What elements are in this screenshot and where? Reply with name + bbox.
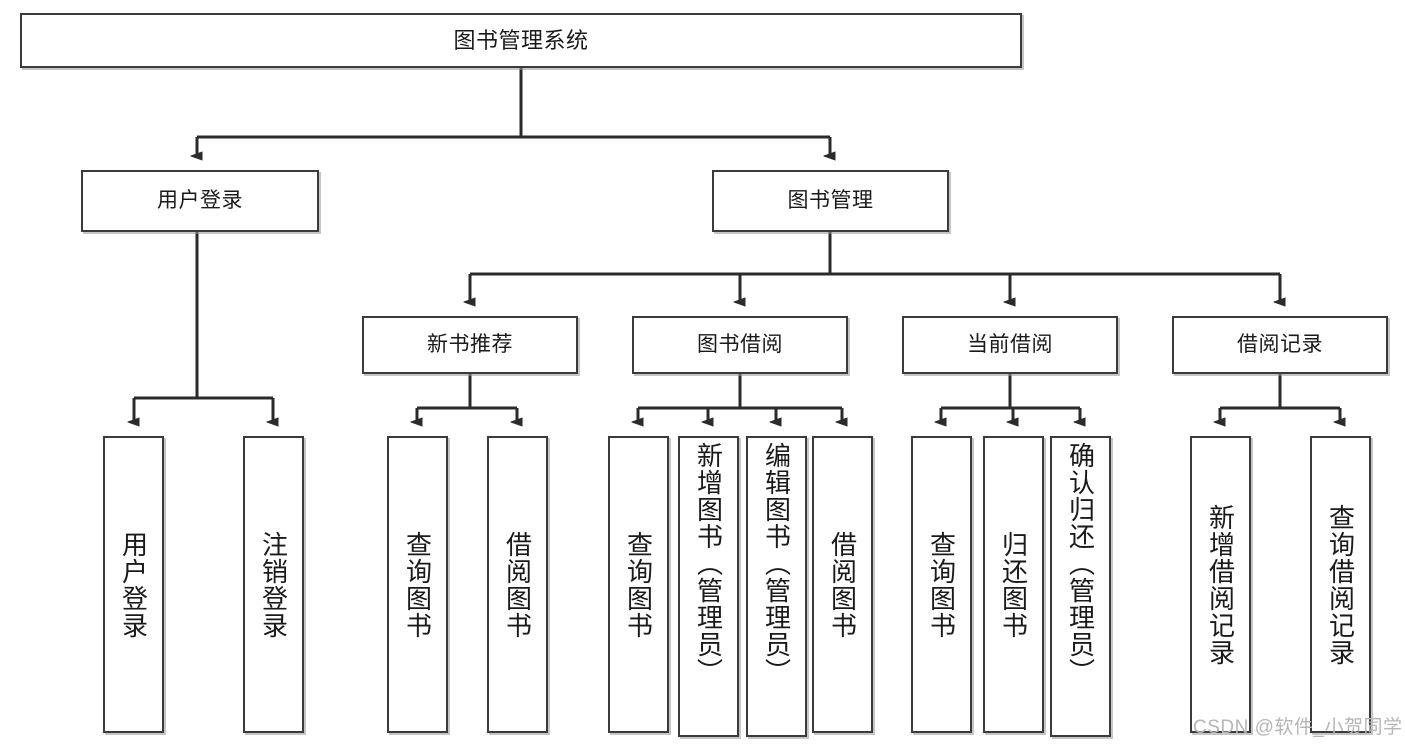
leaf-edit-book-admin[interactable]: 编辑图书（管理员） — [746, 436, 807, 737]
node-new-book-rec-label: 新书推荐 — [427, 332, 513, 356]
leaf-cur-query-book-label: 查询图书 — [926, 530, 957, 639]
leaf-add-book-admin[interactable]: 新增图书（管理员） — [678, 436, 739, 737]
node-book-manage-label: 图书管理 — [787, 188, 874, 212]
leaf-cur-query-book[interactable]: 查询图书 — [911, 436, 972, 733]
leaf-return-book-label: 归还图书 — [998, 530, 1029, 639]
leaf-user-logout[interactable]: 注销登录 — [243, 436, 304, 733]
leaf-query-borrow-record-label: 查询借阅记录 — [1325, 503, 1356, 666]
node-current-borrow-label: 当前借阅 — [967, 332, 1053, 356]
node-current-borrow[interactable]: 当前借阅 — [902, 316, 1118, 374]
leaf-query-borrow-record[interactable]: 查询借阅记录 — [1310, 436, 1371, 733]
node-root[interactable]: 图书管理系统 — [20, 13, 1022, 68]
node-user-login-label: 用户登录 — [157, 188, 243, 212]
leaf-user-login[interactable]: 用户登录 — [103, 436, 164, 733]
leaf-confirm-return-admin-label: 确认归还（管理员） — [1065, 442, 1096, 685]
leaf-return-book[interactable]: 归还图书 — [983, 436, 1044, 733]
leaf-borrow-query-book[interactable]: 查询图书 — [608, 436, 669, 733]
watermark: CSDN @软件_小贺同学 — [1193, 717, 1403, 738]
leaf-borrow-book[interactable]: 借阅图书 — [812, 436, 873, 733]
leaf-add-borrow-record-label: 新增借阅记录 — [1205, 503, 1236, 666]
leaf-borrow-book-label: 借阅图书 — [827, 530, 858, 639]
node-root-label: 图书管理系统 — [453, 27, 589, 53]
node-user-login[interactable]: 用户登录 — [81, 170, 319, 232]
leaf-borrow-query-book-label: 查询图书 — [623, 530, 654, 639]
node-borrow-record[interactable]: 借阅记录 — [1172, 316, 1388, 374]
leaf-user-login-label: 用户登录 — [118, 530, 149, 639]
leaf-rec-borrow-book-label: 借阅图书 — [502, 530, 533, 639]
leaf-rec-query-book-label: 查询图书 — [402, 530, 433, 639]
leaf-rec-query-book[interactable]: 查询图书 — [387, 436, 448, 733]
leaf-user-logout-label: 注销登录 — [258, 530, 289, 639]
leaf-confirm-return-admin[interactable]: 确认归还（管理员） — [1050, 436, 1111, 737]
node-book-manage[interactable]: 图书管理 — [712, 170, 949, 232]
node-book-borrow[interactable]: 图书借阅 — [632, 316, 848, 374]
leaf-edit-book-admin-label: 编辑图书（管理员） — [761, 442, 792, 685]
node-borrow-record-label: 借阅记录 — [1237, 332, 1323, 356]
leaf-rec-borrow-book[interactable]: 借阅图书 — [487, 436, 548, 733]
node-book-borrow-label: 图书借阅 — [697, 332, 783, 356]
node-new-book-rec[interactable]: 新书推荐 — [362, 316, 578, 374]
leaf-add-borrow-record[interactable]: 新增借阅记录 — [1190, 436, 1251, 733]
leaf-add-book-admin-label: 新增图书（管理员） — [693, 442, 724, 685]
